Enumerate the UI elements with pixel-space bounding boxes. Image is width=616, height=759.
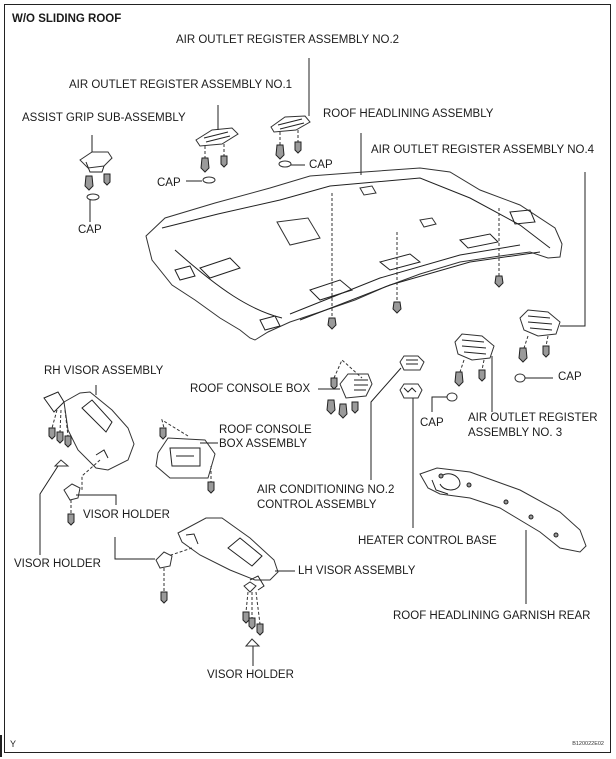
illustration-code: B120022E02 — [572, 741, 604, 747]
label-visor-holder-rh-inner: VISOR HOLDER — [83, 509, 170, 521]
label-roof-console-box-assembly-line2: BOX ASSEMBLY — [219, 438, 307, 450]
air-outlet-register-no3-part — [446, 333, 495, 402]
label-cap-no1: CAP — [157, 177, 181, 189]
label-air-outlet-register-no3-line1: AIR OUTLET REGISTER — [468, 412, 598, 424]
diagram-title: W/O SLIDING ROOF — [12, 13, 122, 25]
label-cap-grip: CAP — [78, 224, 102, 236]
label-rh-visor: RH VISOR ASSEMBLY — [44, 365, 164, 377]
label-air-outlet-register-no3-line2: ASSEMBLY NO. 3 — [468, 427, 563, 439]
roof-console-box-part — [326, 359, 373, 419]
roof-headlining-part — [145, 167, 563, 341]
leader-cap-no3 — [431, 396, 447, 412]
diagram-frame — [4, 4, 611, 753]
label-air-conditioning-line1: AIR CONDITIONING NO.2 — [257, 484, 395, 496]
assist-grip-part — [79, 151, 113, 201]
leader-visor-holder-rh-inner — [76, 494, 117, 505]
label-air-outlet-register-no4: AIR OUTLET REGISTER ASSEMBLY NO.4 — [371, 144, 595, 156]
label-cap-no4: CAP — [558, 371, 582, 383]
label-air-conditioning-line2: CONTROL ASSEMBLY — [257, 499, 377, 511]
air-outlet-register-no2-part — [270, 115, 311, 168]
leader-visor-holder-rh-outer — [39, 465, 59, 555]
label-cap-no2: CAP — [309, 159, 333, 171]
leader-air-conditioning — [370, 367, 402, 480]
leader-air-outlet-no4 — [560, 172, 586, 327]
air-outlet-register-no4-part — [514, 309, 561, 383]
label-heater-control-base: HEATER CONTROL BASE — [358, 535, 497, 547]
leader-visor-holder-rh-mid — [114, 537, 155, 560]
label-visor-holder-rh-outer: VISOR HOLDER — [14, 558, 101, 570]
label-roof-console-box-assembly-line1: ROOF CONSOLE — [219, 424, 312, 436]
label-air-outlet-register-no1: AIR OUTLET REGISTER ASSEMBLY NO.1 — [69, 79, 293, 91]
footer-marker: Y — [10, 739, 17, 749]
air-outlet-register-no1-part — [195, 127, 239, 184]
air-conditioning-control-part — [399, 355, 425, 371]
label-lh-visor: LH VISOR ASSEMBLY — [298, 565, 416, 577]
label-roof-headlining: ROOF HEADLINING ASSEMBLY — [323, 108, 494, 120]
label-cap-no3: CAP — [420, 417, 444, 429]
lh-visor-part — [155, 517, 279, 647]
roof-console-box-assembly-part — [155, 418, 216, 494]
roof-headlining-garnish-rear-part — [419, 467, 587, 553]
label-roof-console-box: ROOF CONSOLE BOX — [190, 383, 311, 395]
label-roof-headlining-garnish-rear: ROOF HEADLINING GARNISH REAR — [393, 610, 591, 622]
label-visor-holder-lh: VISOR HOLDER — [207, 669, 294, 681]
rh-visor-part — [43, 391, 135, 526]
label-assist-grip: ASSIST GRIP SUB-ASSEMBLY — [22, 112, 186, 124]
margin-bar — [0, 735, 2, 757]
heater-control-base-part — [399, 383, 423, 399]
label-air-outlet-register-no2: AIR OUTLET REGISTER ASSEMBLY NO.2 — [176, 34, 400, 46]
